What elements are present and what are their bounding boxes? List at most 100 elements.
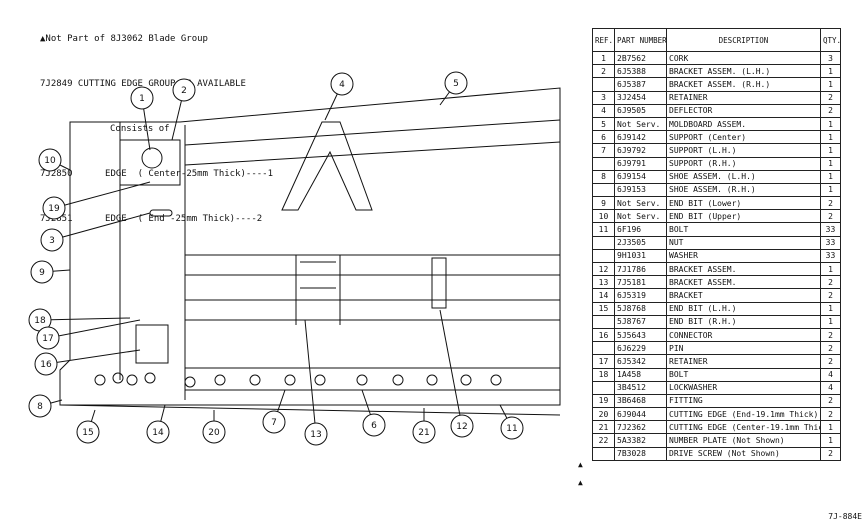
cell-qty: 1 bbox=[820, 130, 841, 145]
cell-ref: 16 bbox=[592, 327, 615, 343]
cell-desc: SUPPORT (Center) bbox=[666, 130, 821, 145]
callout-circle bbox=[40, 228, 64, 252]
edge-bolts bbox=[94, 372, 502, 388]
callout-circle bbox=[172, 78, 196, 102]
cell-ref bbox=[592, 235, 615, 250]
cell-desc: CUTTING EDGE (Center-19.1mm Thick) bbox=[666, 420, 821, 435]
cell-qty: 1 bbox=[820, 116, 841, 132]
callout-label: 18 bbox=[34, 316, 46, 326]
callout-label: 21 bbox=[418, 428, 429, 438]
cell-ref: 5 bbox=[592, 116, 615, 132]
cell-desc: RETAINER bbox=[666, 90, 821, 105]
note-part: 7J2850 bbox=[40, 169, 73, 179]
cell-desc: PIN bbox=[666, 341, 821, 356]
callout-label: 4 bbox=[339, 80, 345, 90]
cell-qty: 33 bbox=[820, 248, 841, 264]
cell-ref: 13 bbox=[592, 275, 615, 290]
deflector bbox=[281, 121, 373, 211]
note-item: 7J2850 EDGE ( Center-25mm Thick)----1 bbox=[40, 167, 273, 182]
marker-triangle: ▲ bbox=[578, 478, 583, 487]
cell-qty: 1 bbox=[820, 182, 841, 198]
callout-circle bbox=[500, 416, 524, 440]
header-desc: DESCRIPTION bbox=[666, 28, 821, 52]
cell-part: 5J5643 bbox=[614, 327, 667, 343]
cell-qty: 4 bbox=[820, 380, 841, 395]
cell-desc: SUPPORT (L.H.) bbox=[666, 143, 821, 158]
cell-part: 5J8768 bbox=[614, 301, 667, 316]
cell-ref bbox=[592, 182, 615, 198]
end-bit-outline bbox=[69, 122, 121, 380]
header-part: PART NUMBER bbox=[614, 28, 667, 52]
cell-part: 6J5319 bbox=[614, 288, 667, 303]
cell-ref: 2 bbox=[592, 64, 615, 79]
cell-qty: 1 bbox=[820, 77, 841, 92]
cell-desc: LOCKWASHER bbox=[666, 380, 821, 395]
callout-label: 3 bbox=[49, 236, 55, 246]
cell-qty: 1 bbox=[820, 314, 841, 329]
cell-qty: 2 bbox=[820, 275, 841, 290]
cell-desc: DRIVE SCREW (Not Shown) bbox=[666, 446, 821, 461]
cell-qty: 2 bbox=[820, 288, 841, 303]
cell-desc: CORK bbox=[666, 50, 821, 66]
note-desc: ( End -25mm Thick)----2 bbox=[137, 214, 263, 224]
callout-label: 6 bbox=[371, 421, 377, 431]
callout-label: 15 bbox=[82, 428, 93, 438]
cell-qty: 3 bbox=[820, 50, 841, 66]
cutting-edge-bottom bbox=[59, 404, 561, 416]
callout-circle bbox=[304, 422, 328, 446]
cell-desc: BRACKET ASSEM. (L.H.) bbox=[666, 64, 821, 79]
callout-leader bbox=[45, 349, 141, 365]
callout-circle bbox=[130, 86, 154, 110]
bracket-assem-right bbox=[431, 257, 447, 309]
cell-ref: 1 bbox=[592, 50, 615, 66]
lower-rib bbox=[185, 299, 560, 321]
cell-ref: 6 bbox=[592, 130, 615, 145]
cell-part: 6J6229 bbox=[614, 341, 667, 356]
callout-circle bbox=[36, 326, 60, 350]
cell-part: 3B6468 bbox=[614, 393, 667, 409]
cell-desc: FITTING bbox=[666, 393, 821, 409]
callout-circle bbox=[262, 410, 286, 434]
cell-part: 1A458 bbox=[614, 367, 667, 382]
cell-part: 5J8767 bbox=[614, 314, 667, 329]
cell-desc: WASHER bbox=[666, 248, 821, 264]
cell-part: 7B3028 bbox=[614, 446, 667, 461]
cell-desc: SHOE ASSEM. (L.H.) bbox=[666, 169, 821, 184]
callout-label: 16 bbox=[40, 360, 52, 370]
callout-circle bbox=[330, 72, 354, 96]
top-rib bbox=[184, 119, 561, 166]
cell-ref: 18 bbox=[592, 367, 615, 382]
parts-table: REF. NO. PART NUMBER DESCRIPTION QTY. 12… bbox=[592, 28, 841, 461]
cell-part: 6J9792 bbox=[614, 143, 667, 158]
cell-desc: BOLT bbox=[666, 222, 821, 237]
cell-qty: 2 bbox=[820, 90, 841, 105]
cell-ref: 8 bbox=[592, 169, 615, 184]
cell-ref bbox=[592, 446, 615, 461]
callout-leader bbox=[439, 309, 463, 427]
cell-part: 6J5388 bbox=[614, 64, 667, 79]
cell-qty: 33 bbox=[820, 222, 841, 237]
cell-desc: SHOE ASSEM. (R.H.) bbox=[666, 182, 821, 198]
callout-circle bbox=[30, 260, 54, 284]
cell-qty: 1 bbox=[820, 261, 841, 277]
callout-label: 19 bbox=[48, 204, 60, 214]
cell-part: 3B4512 bbox=[614, 380, 667, 395]
cell-ref: 12 bbox=[592, 261, 615, 277]
cell-ref: 14 bbox=[592, 288, 615, 303]
cell-desc: END BIT (Upper) bbox=[666, 209, 821, 224]
callout-circle bbox=[34, 352, 58, 376]
